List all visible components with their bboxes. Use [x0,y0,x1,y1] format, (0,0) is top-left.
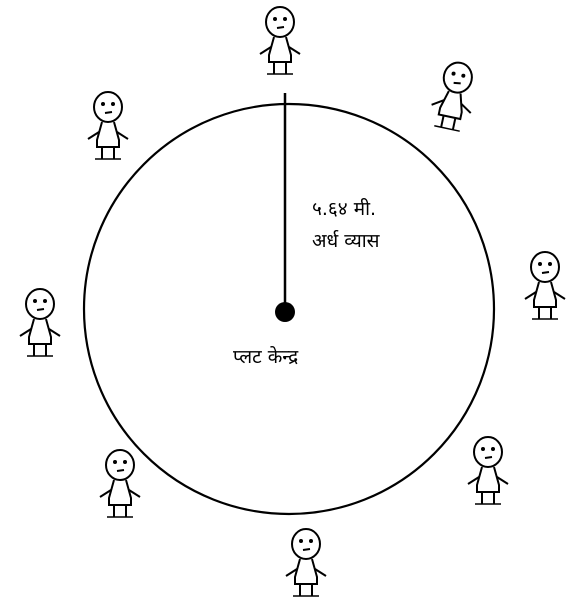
stick-figure-person-icon [88,92,128,159]
stick-figure-person-icon [260,7,300,74]
person-top-left [88,92,128,159]
stick-figure-person-icon [427,59,480,133]
stick-figure-person-icon [20,289,60,356]
person-bottom-left [100,450,140,517]
stick-figure-person-icon [525,252,565,319]
person-top [260,7,300,74]
person-bottom-right [468,437,508,504]
person-left [20,289,60,356]
center-label: प्लट केन्द्र [233,345,299,368]
person-right [525,252,565,319]
stick-figure-person-icon [468,437,508,504]
person-bottom [286,529,326,596]
radius-label-line2: अर्ध व्यास [312,229,381,252]
stick-figure-person-icon [100,450,140,517]
radius-label-line1: ५.६४ मी. [312,197,376,220]
stick-figure-person-icon [286,529,326,596]
person-top-right [427,59,480,133]
center-point-icon [275,302,295,322]
